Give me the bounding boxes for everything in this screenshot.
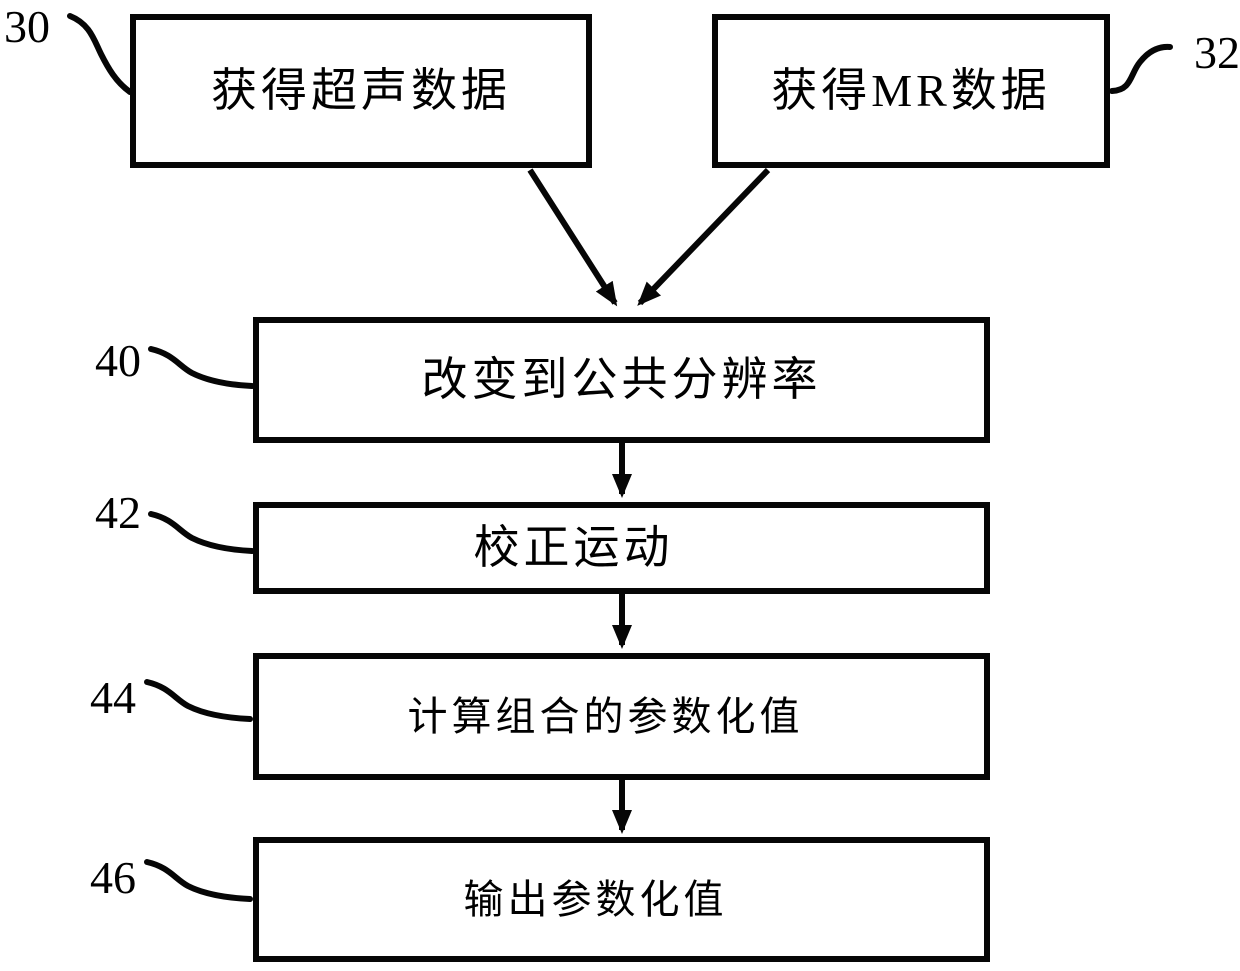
leader-line-32 [1109,43,1173,94]
ref-number-32: 32 [1194,27,1240,78]
arrow-30-to-40 [527,168,618,307]
ref-number-30: 30 [4,1,50,52]
flow-box-correct-motion: 校正运动 [253,502,990,594]
leader-line-30 [67,13,133,95]
flow-box-output-parameterized: 输出参数化值 [253,837,990,962]
flow-box-acquire-ultrasound: 获得超声数据 [130,14,592,168]
leader-line-46 [144,859,253,902]
leader-line-42 [148,511,255,554]
flow-box-correct-motion-label: 校正运动 [473,522,674,573]
flow-box-output-parameterized-label: 输出参数化值 [463,876,728,922]
ref-number-46: 46 [90,852,136,903]
flow-box-acquire-mr: 获得MR数据 [712,14,1110,168]
flow-box-acquire-mr-label: 获得MR数据 [771,65,1051,116]
flow-box-common-resolution: 改变到公共分辨率 [253,317,990,443]
ref-number-40: 40 [95,335,141,386]
ref-number-44: 44 [90,672,136,723]
flow-box-calc-parameterized: 计算组合的参数化值 [253,653,990,780]
flow-box-calc-parameterized-label: 计算组合的参数化值 [407,693,804,739]
leader-line-40 [148,346,255,389]
arrow-32-to-40 [637,167,771,306]
ref-number-42: 42 [95,487,141,538]
flow-box-common-resolution-label: 改变到公共分辨率 [421,354,822,405]
leader-line-44 [144,679,253,722]
flow-box-acquire-ultrasound-label: 获得超声数据 [211,65,511,116]
